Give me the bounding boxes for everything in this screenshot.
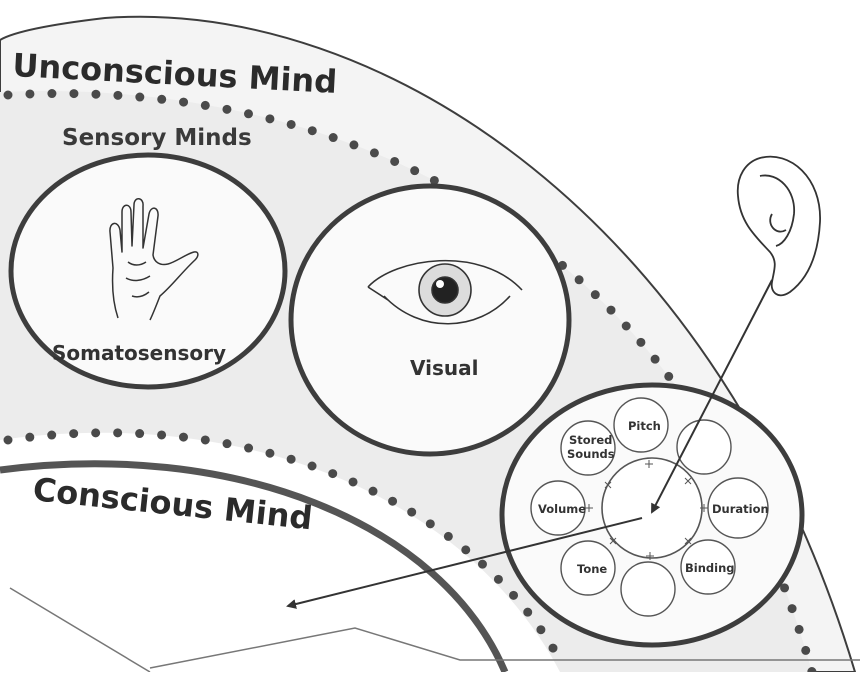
blank-module-bottom — [621, 562, 675, 616]
duration-label: Duration — [712, 502, 769, 516]
auditory-core-circle — [602, 458, 702, 558]
ear-icon — [738, 157, 820, 296]
tone-label: Tone — [577, 562, 607, 576]
visual-label: Visual — [410, 356, 478, 380]
sounds-label-line2: Sounds — [567, 447, 615, 461]
binding-label: Binding — [685, 561, 735, 575]
pitch-label: Pitch — [628, 419, 661, 433]
sensory-minds-title: Sensory Minds — [62, 125, 252, 151]
visual-ellipse — [291, 186, 569, 454]
volume-label: Volume — [538, 502, 586, 516]
somatosensory-label: Somatosensory — [52, 341, 226, 365]
stored-label-line1: Stored — [569, 433, 612, 447]
